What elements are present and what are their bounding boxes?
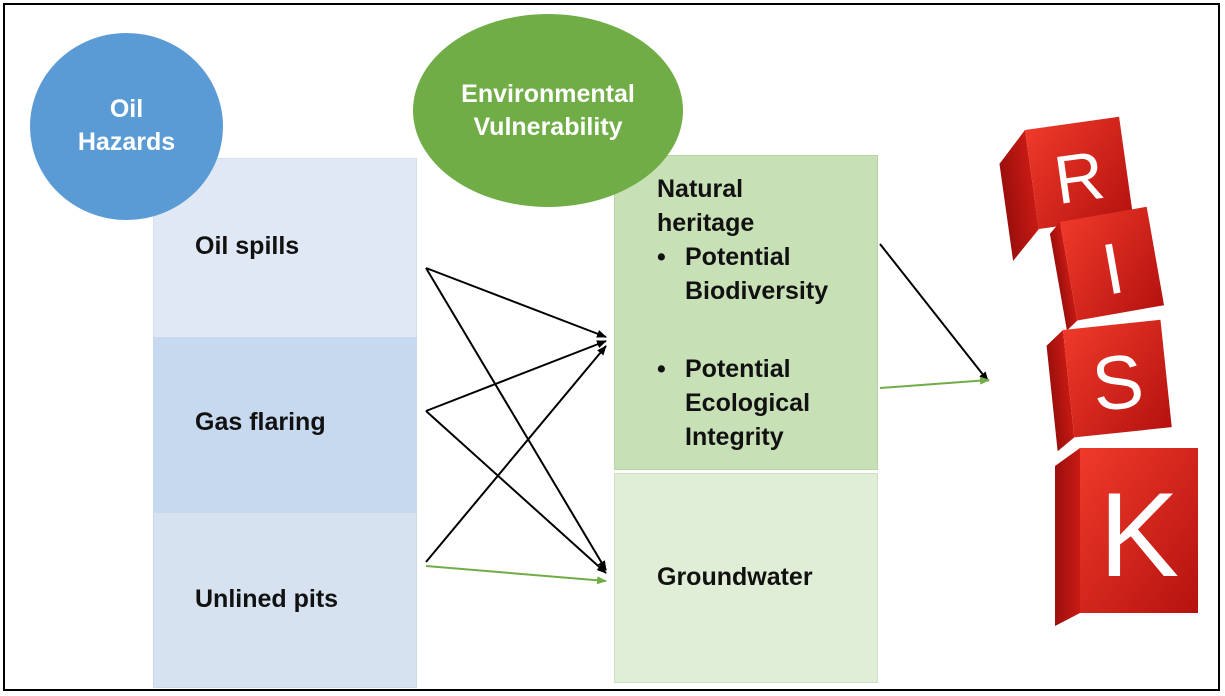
risk-blocks-image: R I S K (999, 116, 1198, 626)
bullet-line: Integrity (685, 423, 784, 451)
bullet-line: Ecological (685, 389, 811, 417)
oil-hazards-heading-line2: Hazards (77, 128, 176, 156)
hazard-box-gas-flaring (153, 337, 417, 512)
vulnerability-box-natural-heritage (614, 155, 878, 470)
risk-letter-k: K (1099, 468, 1179, 602)
arrow-natural-heritage-to-risk-green (879, 376, 990, 389)
bullet-dot: • (657, 355, 666, 383)
env-heading-line1: Environmental (461, 80, 635, 108)
vulnerability-box-groundwater (614, 473, 878, 683)
risk-block-r: R (999, 116, 1133, 261)
bullet-dot: • (657, 243, 666, 271)
risk-letter-r: R (1050, 137, 1109, 219)
arrow-oil-spills-to-natural-heritage (425, 267, 607, 338)
bullet-ecological-integrity: • Potential Ecological Integrity (657, 352, 872, 454)
arrow-gas-flaring-to-groundwater (425, 410, 607, 574)
hazard-label-unlined-pits: Unlined pits (195, 585, 339, 613)
hazard-label-oil-spills: Oil spills (195, 232, 300, 260)
environmental-vulnerability-circle: Environmental Vulnerability (413, 14, 683, 207)
arrow-unlined-pits-to-natural-heritage (425, 345, 607, 563)
natural-heritage-list: Natural heritage • Potential Biodiversit… (657, 172, 872, 454)
arrow-natural-heritage-to-risk-black (879, 243, 989, 382)
arrow-oil-spills-to-groundwater (425, 267, 607, 571)
natural-heritage-title-line1: Natural (657, 175, 744, 203)
hazard-label-gas-flaring: Gas flaring (195, 408, 326, 436)
hazard-box-unlined-pits (153, 512, 417, 688)
oil-hazards-heading-line1: Oil (109, 95, 144, 123)
arrow-gas-flaring-to-natural-heritage (425, 340, 607, 412)
diagram-frame (3, 3, 1220, 691)
risk-block-k: K (1055, 448, 1198, 626)
risk-block-s: S (1046, 319, 1172, 452)
env-heading-line2: Vulnerability (473, 113, 623, 141)
bullet-biodiversity: • Potential Biodiversity (657, 240, 872, 308)
bullet-line: Biodiversity (685, 277, 829, 305)
arrow-unlined-pits-to-groundwater (425, 565, 607, 585)
oil-hazards-circle: Oil Hazards (30, 33, 223, 220)
groundwater-label: Groundwater (657, 563, 813, 591)
risk-letter-s: S (1088, 338, 1147, 428)
bullet-line: Potential (685, 355, 791, 383)
bullet-line: Potential (685, 243, 791, 271)
natural-heritage-title-line2: heritage (657, 209, 755, 237)
risk-block-i: I (1049, 206, 1165, 331)
